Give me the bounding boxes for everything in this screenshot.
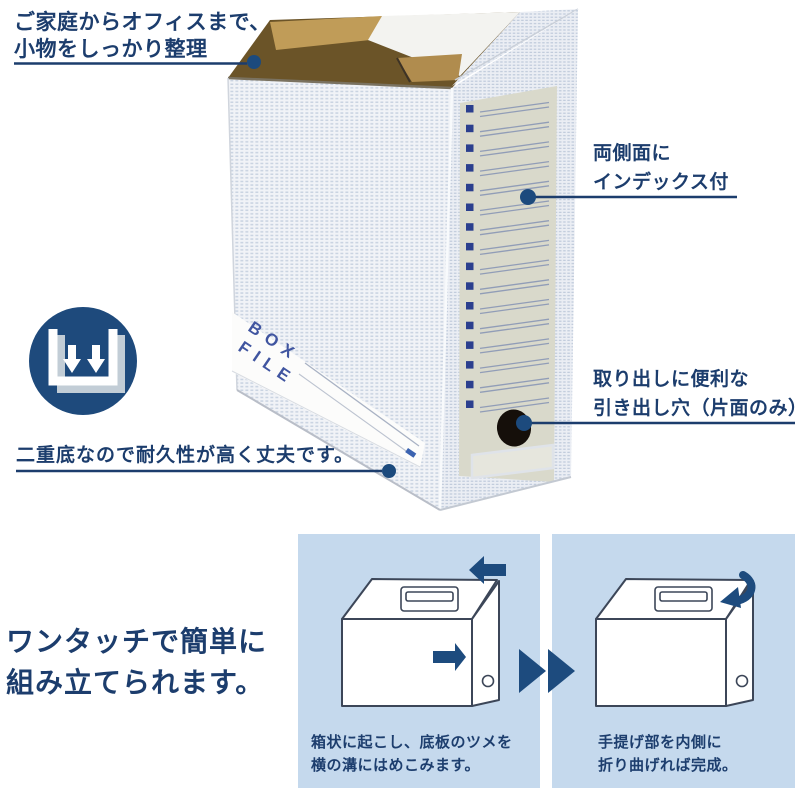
step-panel-1: 箱状に起こし、底板のツメを 横の溝にはめこみます。 bbox=[298, 534, 540, 788]
callout-home-office-line2: 小物をしっかり整理 bbox=[14, 38, 208, 61]
step1-box-front bbox=[341, 618, 473, 707]
push-left-arrow-icon bbox=[469, 556, 506, 584]
double-bottom-icon bbox=[29, 307, 137, 415]
callout-home-office-line1: ご家庭からオフィスまで、 bbox=[14, 11, 271, 34]
next-step-triangle-icon bbox=[548, 649, 575, 693]
callout-index-line1: 両側面に bbox=[593, 143, 672, 164]
icon-down-arrows bbox=[63, 345, 105, 373]
step-diagram-1 bbox=[341, 556, 506, 707]
band-fineprint-line bbox=[304, 362, 420, 447]
step1-handle-slot bbox=[405, 591, 454, 602]
callout-hole-line2: 引き出し穴（片面のみ） bbox=[593, 398, 800, 419]
step1-caption: 箱状に起こし、底板のツメを 横の溝にはめこみます。 bbox=[311, 732, 513, 777]
next-step-triangle-icon bbox=[519, 649, 546, 693]
fold-arrow-head bbox=[720, 587, 741, 608]
callout-dots bbox=[247, 55, 536, 478]
index-rows bbox=[466, 101, 550, 413]
step2-handle-slot bbox=[659, 591, 708, 602]
fold-arrow-icon bbox=[732, 571, 756, 605]
insert-right-arrow-icon bbox=[433, 643, 466, 671]
callout-double-bottom: 二重底なので耐久性が高く丈夫です。 bbox=[16, 445, 355, 466]
callout-hole-line1: 取り出しに便利な bbox=[593, 369, 750, 390]
box-top-rim bbox=[227, 76, 453, 90]
step-diagram-2 bbox=[595, 571, 756, 707]
step1-caption-line1: 箱状に起こし、底板のツメを bbox=[311, 734, 513, 751]
icon-tray bbox=[48, 329, 118, 386]
handle-edge-line bbox=[396, 57, 411, 83]
callout-pull-hole: 取り出しに便利な 引き出し穴（片面のみ） bbox=[593, 365, 800, 423]
step2-caption-line1: 手提げ部を内側に bbox=[598, 734, 723, 751]
box-inner-back-wall bbox=[368, 12, 520, 76]
band-fineprint-line bbox=[298, 373, 414, 457]
box-back-outer bbox=[452, 9, 578, 86]
assembly-headline-line1: ワンタッチで簡単に bbox=[6, 626, 268, 657]
callout-dot-hole bbox=[516, 415, 532, 431]
box-handle-flap bbox=[397, 54, 462, 82]
callout-dot-home-office bbox=[247, 55, 261, 69]
callout-dot-double-bottom bbox=[382, 464, 396, 478]
callout-index-line2: インデックス付 bbox=[593, 172, 729, 193]
step-panel-2: 手提げ部を内側に 折り曲げれば完成。 bbox=[552, 534, 795, 788]
label-slot bbox=[470, 443, 555, 480]
assembly-headline-line2: 組み立てられます。 bbox=[6, 667, 265, 698]
assembly-headline: ワンタッチで簡単に 組み立てられます。 bbox=[6, 621, 267, 703]
callout-home-office: ご家庭からオフィスまで、 小物をしっかり整理 bbox=[14, 9, 271, 63]
callout-dot-index bbox=[520, 189, 536, 205]
step2-caption-line2: 折り曲げれば完成。 bbox=[598, 756, 738, 774]
step1-hole bbox=[481, 674, 495, 688]
brand-mark bbox=[405, 447, 417, 458]
icon-tray-outer-layer bbox=[57, 335, 125, 393]
callout-index-tabs: 両側面に インデックス付 bbox=[593, 139, 729, 197]
step2-hole bbox=[735, 674, 749, 688]
box-corner-edge bbox=[438, 87, 454, 511]
index-panel bbox=[459, 86, 557, 482]
box-open-top bbox=[228, 12, 520, 88]
step1-caption-line2: 横の溝にはめこみます。 bbox=[311, 756, 481, 774]
box-flap-kraft bbox=[270, 16, 382, 50]
box-front-face bbox=[228, 78, 452, 510]
callout-lines bbox=[14, 62, 795, 473]
step2-caption: 手提げ部を内側に 折り曲げれば完成。 bbox=[598, 732, 738, 777]
step2-box-front bbox=[595, 618, 727, 707]
